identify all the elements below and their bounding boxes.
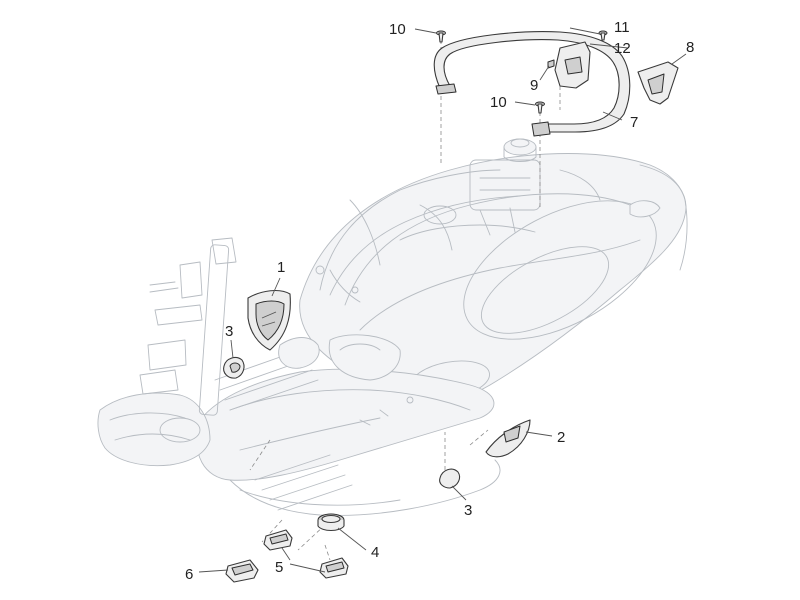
part-round-cap-lower: [439, 468, 461, 489]
screw-10a: [436, 30, 446, 43]
callout-5: 5: [275, 559, 283, 576]
part-rack-plate: [554, 41, 591, 89]
leader-lines: [198, 27, 687, 573]
rubber-block-upper: [263, 529, 293, 551]
callout-6: 6: [185, 566, 193, 583]
callout-3-upper: 3: [225, 323, 233, 340]
part-shield-cover: [247, 289, 291, 351]
rubber-block-lower: [319, 557, 349, 579]
part-pad: [225, 559, 259, 583]
part-side-badge: [485, 419, 531, 458]
screw-10b: [535, 101, 545, 114]
callout-10-upper: 10: [389, 21, 406, 38]
callout-12: 12: [614, 40, 631, 57]
part-screws: [436, 30, 608, 114]
callout-4: 4: [371, 544, 379, 561]
callout-3-lower: 3: [464, 502, 472, 519]
callout-1: 1: [277, 259, 285, 276]
callout-8: 8: [686, 39, 694, 56]
callout-labels: 10 11 12 8 9 10 7 1 3 2 3 4 5 6: [185, 19, 694, 583]
part-rubber-plug: [317, 513, 345, 532]
callout-11: 11: [614, 19, 630, 36]
screw-11: [598, 30, 608, 41]
screw-9: [547, 59, 555, 69]
callout-9: 9: [530, 77, 538, 94]
part-grab-rail: [433, 31, 631, 137]
scooter-body-frame: [97, 138, 688, 516]
callout-7: 7: [630, 114, 638, 131]
part-rubber-blocks: [263, 529, 349, 579]
part-grommet-upper: [223, 357, 245, 379]
callout-10-lower: 10: [490, 94, 507, 111]
part-emblem-cover: [637, 61, 679, 105]
callout-2: 2: [557, 429, 565, 446]
